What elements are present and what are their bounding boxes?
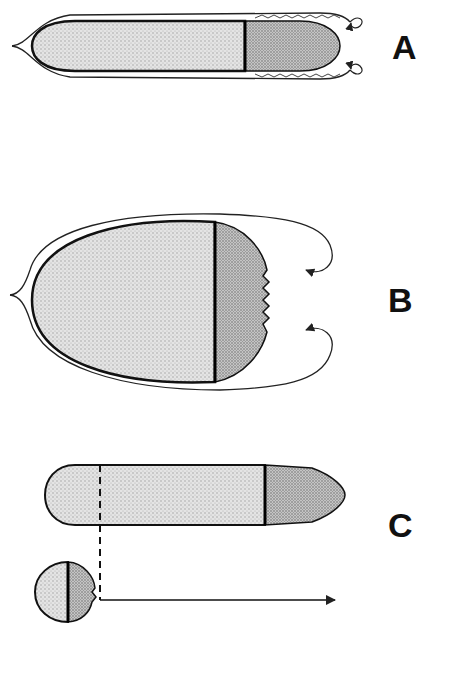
figure-b xyxy=(10,214,332,390)
figure-a xyxy=(12,13,362,79)
figure-letter: C xyxy=(388,508,413,542)
figure-letter: B xyxy=(388,283,413,317)
figure-c xyxy=(35,465,345,622)
figure-letter: A xyxy=(392,30,417,64)
